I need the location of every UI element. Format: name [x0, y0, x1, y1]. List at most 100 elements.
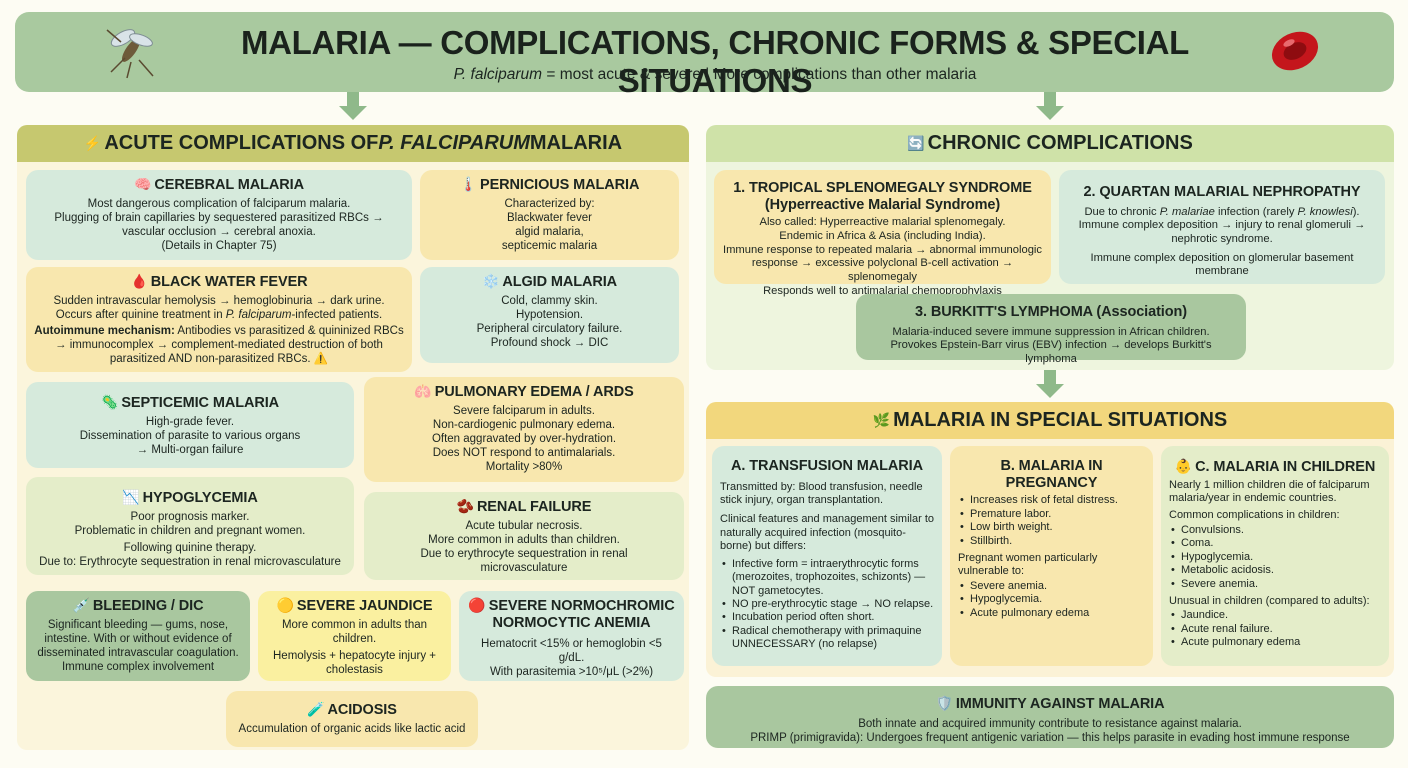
children-bullet: Jaundice. — [1169, 609, 1381, 623]
chronic-header: 🔄 CHRONIC COMPLICATIONS — [706, 125, 1394, 162]
acute-title-suffix: MALARIA — [529, 132, 623, 154]
algid-title: ALGID MALARIA — [502, 274, 618, 290]
immunity-line: PRIMP (primigravida): Undergoes frequent… — [750, 731, 1350, 744]
bleeding-dic-card: 💉BLEEDING / DIC Significant bleeding — g… — [26, 591, 250, 681]
algid-line: Profound shock → DIC — [490, 336, 609, 349]
tss-line: response → excessive polyclonal B-cell a… — [751, 257, 1014, 283]
tropical-splenomegaly-card: 1. TROPICAL SPLENOMEGALY SYNDROME(Hyperr… — [714, 170, 1051, 297]
children-p1: Nearly 1 million children die of falcipa… — [1169, 478, 1370, 505]
children-bullet: Metabolic acidosis. — [1169, 564, 1381, 578]
pregnancy-bullet: Stillbirth. — [958, 535, 1145, 549]
tss-title-line2: (Hyperreactive Malarial Syndrome) — [764, 196, 1001, 213]
burkitt-title: 3. BURKITT'S LYMPHOMA (Association) — [915, 304, 1187, 320]
immunity-title: IMMUNITY AGAINST MALARIA — [955, 696, 1165, 712]
hypoglycemia-title: HYPOGLYCEMIA — [142, 490, 258, 506]
pernicious-line: algid malaria, — [515, 225, 584, 238]
renal-line: Due to erythrocyte sequestration in rena… — [420, 547, 628, 560]
renal-title: RENAL FAILURE — [476, 499, 592, 515]
jaundice-line: children. — [332, 632, 377, 645]
pernicious-line: Blackwater fever — [506, 211, 592, 224]
pulmonary-line: Non-cardiogenic pulmonary edema. — [432, 418, 616, 431]
burkitt-line: Malaria-induced severe immune suppressio… — [892, 325, 1210, 338]
blackwater-line2-pre: Occurs after quinine treatment in — [55, 308, 226, 321]
jaundice-title: SEVERE JAUNDICE — [296, 598, 433, 614]
pulmonary-title: PULMONARY EDEMA / ARDS — [434, 384, 634, 400]
transfusion-p2: Clinical features and management similar… — [720, 513, 934, 553]
anemia-line: Hematocrit <15% or hemoglobin <5 g/dL. — [481, 638, 662, 665]
blackwater-title: BLACK WATER FEVER — [150, 274, 308, 290]
baby-icon: 👶 — [1174, 458, 1193, 474]
transfusion-title: A. TRANSFUSION MALARIA — [731, 458, 923, 474]
septicemic-line: Dissemination of parasite to various org… — [79, 429, 301, 442]
pregnancy-bullet: Acute pulmonary edema — [958, 607, 1145, 621]
transfusion-bullet: Infective form = intraerythrocytic forms… — [720, 558, 934, 598]
blackwater-mechanism-text: Antibodies vs parasitized & quininized R… — [174, 324, 404, 337]
pernicious-line: Characterized by: — [504, 197, 595, 210]
children-bullet: Acute pulmonary edema — [1169, 636, 1381, 650]
hypoglycemia-line: Poor prognosis marker. — [130, 510, 250, 523]
severe-jaundice-card: 🟡SEVERE JAUNDICE More common in adults t… — [258, 591, 451, 681]
nephropathy-l1-pre: Due to chronic — [1084, 205, 1160, 218]
blackwater-line2-species: P. falciparum — [225, 308, 292, 321]
nephropathy-line: membrane — [1195, 265, 1249, 278]
nephropathy-line: nephrotic syndrome. — [1171, 232, 1273, 245]
pulmonary-line: Severe falciparum in adults. — [453, 404, 595, 417]
nephropathy-l1-mid: infection (rarely — [1214, 205, 1298, 218]
tss-line: Responds well to antimalarial chemoproph… — [763, 284, 1002, 297]
acidosis-line: Accumulation of organic acids like lacti… — [238, 722, 466, 735]
acidosis-card: 🧪ACIDOSIS Accumulation of organic acids … — [226, 691, 478, 747]
anemia-title-line1: SEVERE NORMOCHROMIC — [488, 598, 675, 614]
algid-line: Hypotension. — [515, 308, 584, 321]
transfusion-malaria-card: A. TRANSFUSION MALARIA Transmitted by: B… — [712, 446, 942, 666]
pregnancy-bullet: Low birth weight. — [958, 521, 1145, 535]
acute-header: ⚡ ACUTE COMPLICATIONS OF P. FALCIPARUM M… — [17, 125, 689, 162]
jaundice-line: cholestasis — [326, 663, 383, 676]
cerebral-malaria-card: 🧠CEREBRAL MALARIA Most dangerous complic… — [26, 170, 412, 260]
acidosis-title: ACIDOSIS — [327, 702, 397, 718]
bleeding-line: Significant bleeding — gums, nose, — [47, 618, 229, 631]
thermometer-icon: 🌡️ — [459, 176, 477, 192]
blackwater-line: parasitized AND non-parasitized RBCs. ⚠️ — [109, 352, 329, 365]
acute-title-species: P. FALCIPARUM — [378, 132, 530, 154]
banner-subtitle: P. falciparum = most acute & severe | Mo… — [165, 66, 1265, 84]
septicemic-title: SEPTICEMIC MALARIA — [121, 395, 280, 411]
syringe-icon: 💉 — [72, 597, 90, 613]
red-circle-icon: 🔴 — [468, 597, 486, 613]
brain-icon: 🧠 — [134, 176, 152, 192]
septicemic-malaria-card: 🦠SEPTICEMIC MALARIA High-grade fever. Di… — [26, 382, 354, 468]
banner-subtitle-species: P. falciparum — [453, 66, 543, 83]
pregnancy-bullets-vulnerable: Severe anemia. Hypoglycemia. Acute pulmo… — [958, 580, 1145, 621]
algid-malaria-card: ❄️ALGID MALARIA Cold, clammy skin. Hypot… — [420, 267, 679, 363]
cerebral-line: Plugging of brain capillaries by sequest… — [54, 211, 384, 224]
pregnancy-bullets-risks: Increases risk of fetal distress. Premat… — [958, 494, 1145, 548]
children-bullet: Acute renal failure. — [1169, 623, 1381, 637]
nephropathy-line: Immune complex deposition → injury to re… — [1078, 219, 1366, 232]
transfusion-bullet: NO pre-erythrocytic stage → NO relapse. — [720, 598, 934, 612]
pregnancy-bullet: Increases risk of fetal distress. — [958, 494, 1145, 508]
lightning-icon: ⚡ — [83, 135, 102, 151]
hypoglycemia-line: Problematic in children and pregnant wom… — [74, 524, 306, 537]
nephropathy-l1-post: ). — [1352, 205, 1360, 218]
special-header: 🌿 MALARIA IN SPECIAL SITUATIONS — [706, 402, 1394, 439]
banner: MALARIA — COMPLICATIONS, CHRONIC FORMS &… — [15, 12, 1394, 99]
anemia-line: With parasitemia >10⁵/μL (>2%) — [489, 666, 654, 679]
blackwater-mechanism-label: Autoimmune mechanism: — [34, 324, 175, 337]
chronic-title: CHRONIC COMPLICATIONS — [927, 132, 1193, 154]
leaf-icon: 🌿 — [872, 412, 891, 428]
children-bullets-common: Convulsions. Coma. Hypoglycemia. Metabol… — [1169, 524, 1381, 591]
algid-line: Peripheral circulatory failure. — [476, 322, 623, 335]
transfusion-bullet: Radical chemotherapy with primaquine UNN… — [720, 625, 934, 652]
jaundice-line: Hemolysis + hepatocyte injury + — [273, 649, 436, 662]
transfusion-bullet: Incubation period often short. — [720, 611, 934, 625]
renal-line: microvasculature — [480, 561, 568, 574]
blackwater-line: Occurs after quinine treatment in P. fal… — [34, 308, 404, 322]
mosquito-icon — [101, 20, 161, 82]
lungs-icon: 🫁 — [414, 383, 432, 399]
nephropathy-title: 2. QUARTAN MALARIAL NEPHROPATHY — [1083, 184, 1361, 200]
transfusion-bullets: Infective form = intraerythrocytic forms… — [720, 558, 934, 652]
children-p2: Common complications in children: — [1169, 509, 1340, 522]
blackwater-line: Autoimmune mechanism: Antibodies vs para… — [34, 324, 404, 338]
bleeding-line: intestine. With or without evidence of — [44, 632, 232, 645]
renal-failure-card: 🫘RENAL FAILURE Acute tubular necrosis. M… — [364, 492, 684, 580]
cerebral-title: CEREBRAL MALARIA — [154, 177, 304, 193]
